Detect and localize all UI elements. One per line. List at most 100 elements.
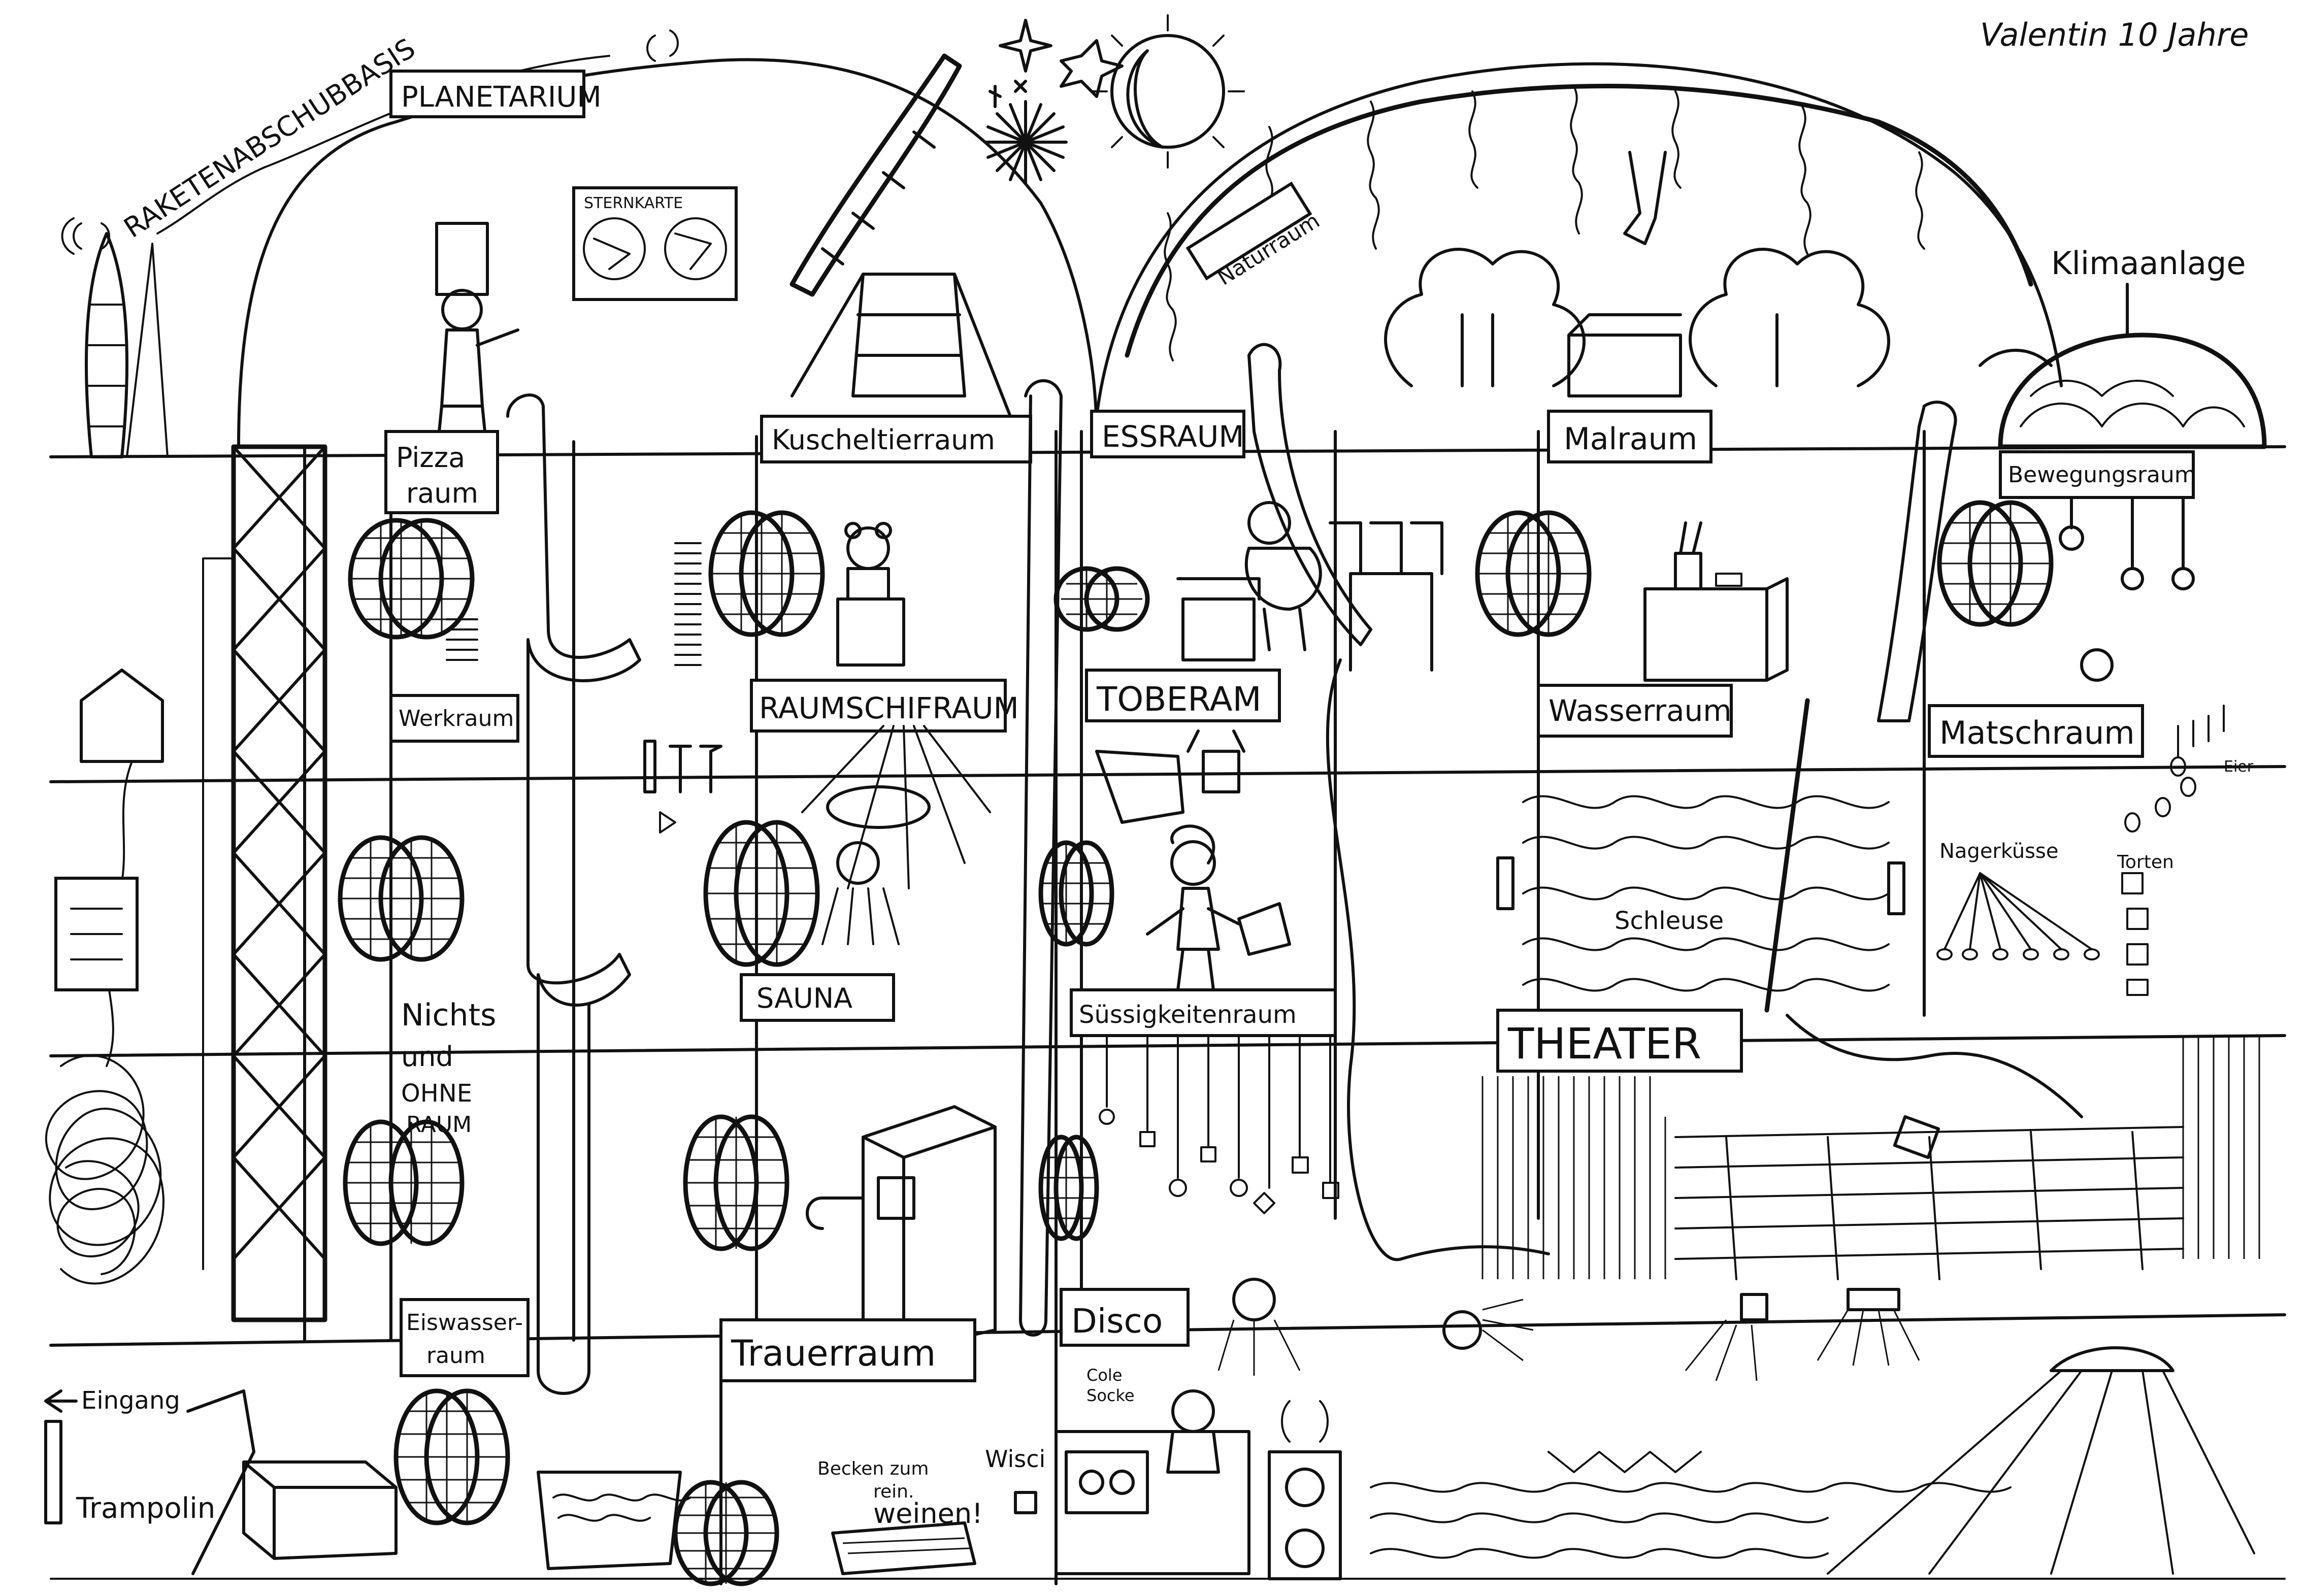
- planetarium-label: PLANETARIUM: [401, 81, 602, 114]
- left-sign-board: [54, 877, 139, 991]
- sauna-label: SAUNA: [756, 982, 852, 1014]
- ice-water-label-2: raum: [426, 1343, 485, 1369]
- climate-unit: [1979, 283, 2267, 449]
- romping-items: [1095, 729, 1245, 824]
- artist-signature: Valentin 10 Jahre: [1980, 16, 2249, 53]
- mourning-room-label: Trauerraum: [731, 1333, 936, 1374]
- painting-room-sign: [1547, 410, 1712, 463]
- trampoline-box: [186, 1389, 398, 1575]
- sand-box: [537, 1471, 691, 1570]
- rodent-kisses-items: [1936, 872, 2100, 960]
- nothing-room-label-3: OHNE: [401, 1079, 472, 1108]
- painting-table: [1643, 521, 1789, 682]
- spaceship-room-label: RAUMSCHIFRAUM: [759, 691, 1019, 725]
- antenna-signal-icon: [61, 29, 679, 255]
- pizza-room-sign: [384, 430, 499, 514]
- cakes-label: Torten: [2117, 852, 2174, 873]
- ice-water-sign: [400, 1298, 530, 1377]
- movement-room-label: Bewegungsraum: [2008, 462, 2196, 488]
- romping-room-sign: [1085, 669, 1281, 722]
- standing-figure: [435, 222, 519, 458]
- hanging-monkey: [1623, 151, 1667, 245]
- scribble-ball: [45, 1054, 164, 1285]
- tissue-label: Wisci: [985, 1445, 1045, 1473]
- speaker-tower: [1268, 1400, 1342, 1580]
- water-waves: [1496, 698, 1905, 1013]
- dining-room-label: ESSRAUM: [1102, 419, 1244, 454]
- theater-curtain: [1481, 1014, 2260, 1280]
- floor-2: [49, 1034, 2286, 1057]
- crying-basin: [831, 1521, 976, 1575]
- eggs-label: Eier: [2224, 758, 2254, 776]
- entrance-label: Eingang: [81, 1386, 180, 1415]
- basin-label-3: weinen!: [873, 1498, 983, 1530]
- disco-lights: [1217, 1278, 2255, 1575]
- vine-tangles: [1164, 85, 1925, 361]
- rocket-launch-tower: [202, 444, 327, 1322]
- dining-room-sign: [1090, 410, 1245, 458]
- pizza-room-label-2: raum: [406, 477, 478, 509]
- nature-sign: [1185, 181, 1312, 281]
- rocket: [85, 232, 169, 458]
- star-map-label: STERNKARTE: [584, 194, 683, 212]
- water-room-label: Wasserraum: [1549, 693, 1732, 728]
- dining-furniture: [1176, 521, 1443, 672]
- entrance-door: [44, 1420, 62, 1524]
- romping-room-label: TOBERAM: [1096, 680, 1262, 719]
- pizza-room-label-1: Pizza: [396, 442, 465, 474]
- dj-label-1: Cole: [1086, 1366, 1123, 1385]
- nothing-room-label-2: und: [401, 1041, 453, 1073]
- dj-label-2: Socke: [1086, 1386, 1135, 1405]
- spaceship-room-sign: [750, 679, 1007, 733]
- tissue-box: [1014, 1491, 1037, 1514]
- small-hut: [1567, 313, 1682, 397]
- entrance-arrow-icon: [44, 1389, 78, 1413]
- floor-1: [49, 765, 2286, 783]
- telescope: [789, 53, 1012, 418]
- mud-room-label: Matschraum: [1939, 714, 2135, 751]
- workshop-tools: [643, 740, 722, 834]
- cuddly-toy-room-label: Kuscheltierraum: [772, 424, 995, 456]
- lock-label: Schleuse: [1615, 907, 1724, 935]
- planetarium-dome: [237, 58, 1098, 448]
- dj-booth: [1055, 1389, 1250, 1575]
- ice-water-label-1: Eiswasser-: [406, 1310, 523, 1336]
- coin-stacks: [446, 542, 702, 666]
- theater-label: THEATER: [1507, 1019, 1701, 1069]
- rocket-base-label: RAKETENABSCHUBBASIS: [118, 32, 421, 244]
- star-map-board: [572, 186, 738, 301]
- painting-room-label: Malraum: [1564, 421, 1697, 457]
- hanging-rings: [2059, 496, 2195, 682]
- left-house: [80, 669, 164, 763]
- sauna-stove: [806, 1105, 997, 1352]
- theater-sign: [1496, 1009, 1743, 1073]
- nothing-room-label-4: RAUM: [406, 1112, 472, 1138]
- workshop-sign: [389, 694, 519, 743]
- vines: [1125, 83, 2033, 358]
- movement-room-sign: [1999, 450, 2195, 499]
- sweets-room-label: Süssigkeitenraum: [1079, 1001, 1297, 1029]
- climate-label: Klimaanlage: [2051, 245, 2246, 282]
- girl-figure: [1146, 824, 1291, 991]
- nothing-room-label-1: Nichts: [401, 998, 496, 1033]
- slides: [506, 343, 1957, 1395]
- planetarium-sign: [389, 70, 585, 118]
- dining-figure: [1244, 501, 1322, 651]
- mourning-room-sign: [719, 1318, 976, 1382]
- teddy-bear: [836, 522, 905, 667]
- sauna-sign: [740, 973, 895, 1022]
- disco-label: Disco: [1071, 1302, 1163, 1341]
- dance-floor-waves: [1370, 1451, 2012, 1559]
- trees: [1384, 248, 1890, 387]
- disco-sign: [1060, 1288, 1190, 1347]
- mud-room-sign: [1928, 704, 2144, 758]
- basin-label-2: rein.: [873, 1481, 914, 1502]
- water-room-sign: [1537, 684, 1733, 738]
- basin-label-1: Becken zum: [817, 1458, 929, 1479]
- hamster-wheels: [338, 500, 2054, 1586]
- trampoline-label: Trampolin: [76, 1492, 215, 1525]
- stars-icon: [983, 19, 1124, 184]
- egg-dispenser: [2121, 705, 2225, 996]
- rodent-kisses-label: Nagerküsse: [1939, 840, 2058, 863]
